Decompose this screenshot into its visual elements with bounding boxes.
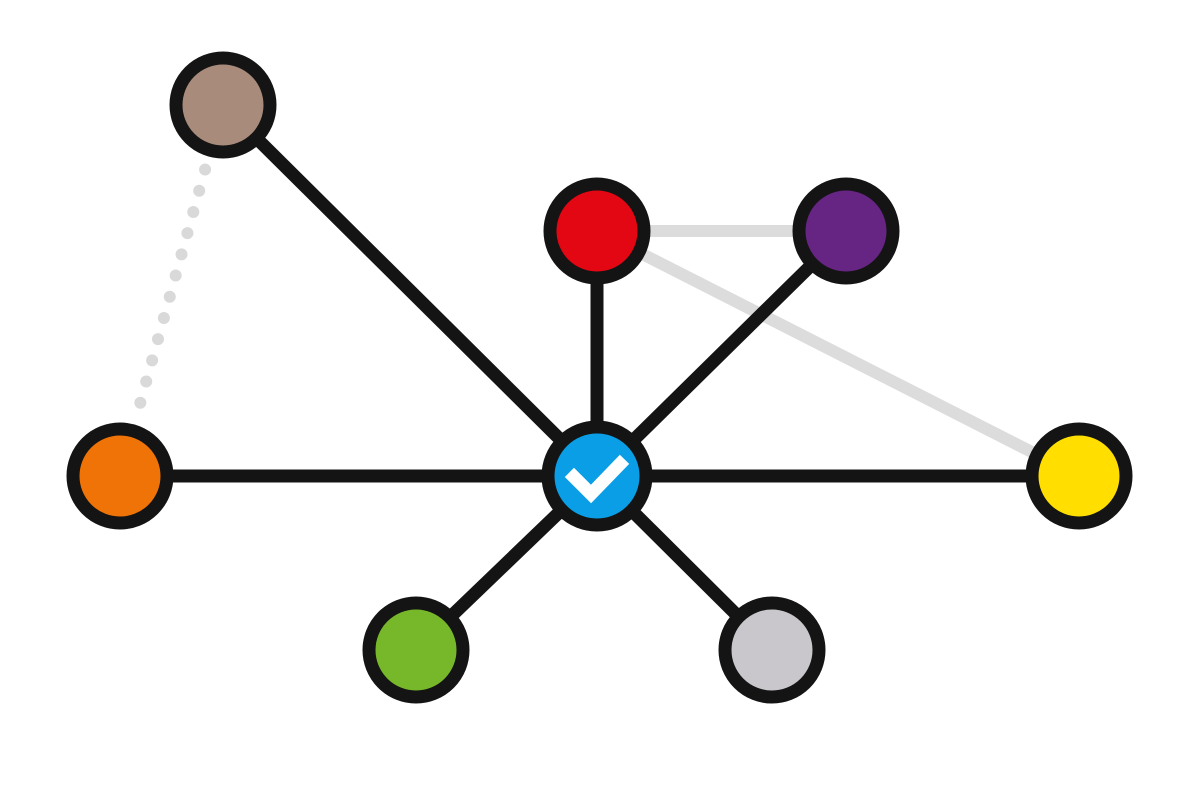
edge-hub-purple [590, 224, 853, 483]
node-yellow [1025, 422, 1133, 530]
node-red [543, 177, 651, 285]
checkmark-icon [564, 454, 630, 504]
edge-brown-orange [131, 163, 212, 418]
hub-node [541, 420, 653, 532]
node-brown [169, 51, 277, 159]
node-gray [718, 596, 826, 704]
node-orange [66, 422, 174, 530]
hub-circle [541, 420, 653, 532]
edge-red-yellow [594, 225, 1082, 482]
node-purple [792, 177, 900, 285]
node-green [362, 596, 470, 704]
nodes [66, 51, 1133, 704]
edge-hub-brown [216, 98, 604, 483]
